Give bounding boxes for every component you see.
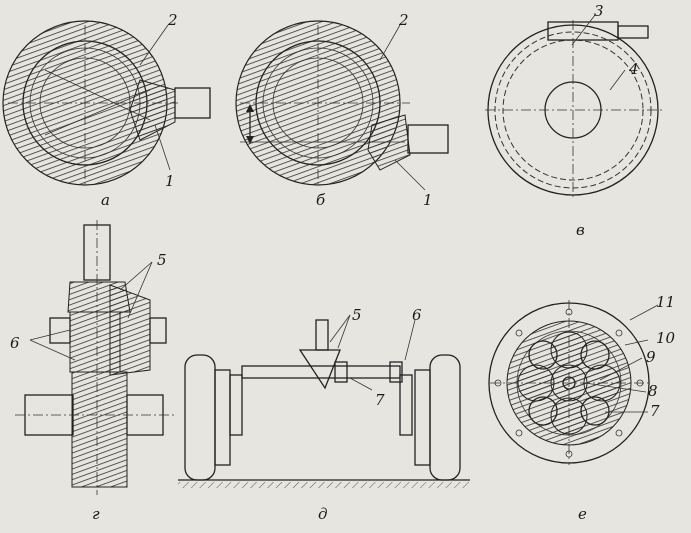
label-e-9: 9 (646, 348, 656, 366)
label-v-3: 3 (594, 2, 604, 20)
label-d-7: 7 (375, 391, 385, 409)
label-e-11: 11 (656, 293, 675, 311)
label-a-2: 2 (167, 11, 178, 29)
panel-e (488, 300, 659, 465)
label-a-1: 1 (165, 172, 175, 190)
label-d-5: 5 (352, 306, 362, 324)
panel-d (178, 314, 470, 488)
label-e-10: 10 (656, 329, 676, 347)
panel-v (485, 14, 662, 200)
shaft-b (407, 124, 449, 154)
label-d-6: 6 (412, 306, 422, 324)
shaft-a (174, 87, 211, 119)
label-b-2: 2 (398, 11, 409, 29)
caption-v: в (576, 221, 585, 239)
panel-b (235, 20, 449, 191)
pinion-a (129, 79, 176, 141)
label-e-8: 8 (648, 382, 658, 400)
pinion-b (367, 114, 411, 171)
caption-d: д (318, 505, 328, 523)
bevel-d (298, 349, 341, 390)
label-g-5: 5 (157, 251, 167, 269)
wheel-right (429, 354, 461, 481)
label-b-1: 1 (423, 191, 433, 209)
cylinder-gear-g (71, 371, 128, 488)
caption-g: г (92, 505, 100, 523)
caption-b: б (316, 191, 326, 209)
axle-d (241, 365, 401, 379)
caption-a: а (101, 191, 110, 209)
label-v-4: 4 (628, 60, 639, 78)
label-e-7: 7 (650, 402, 660, 420)
wheel-left (184, 354, 216, 481)
label-g-6: 6 (10, 334, 20, 352)
caption-e: е (578, 505, 587, 523)
panel-g (15, 220, 175, 495)
panel-a (2, 20, 211, 186)
